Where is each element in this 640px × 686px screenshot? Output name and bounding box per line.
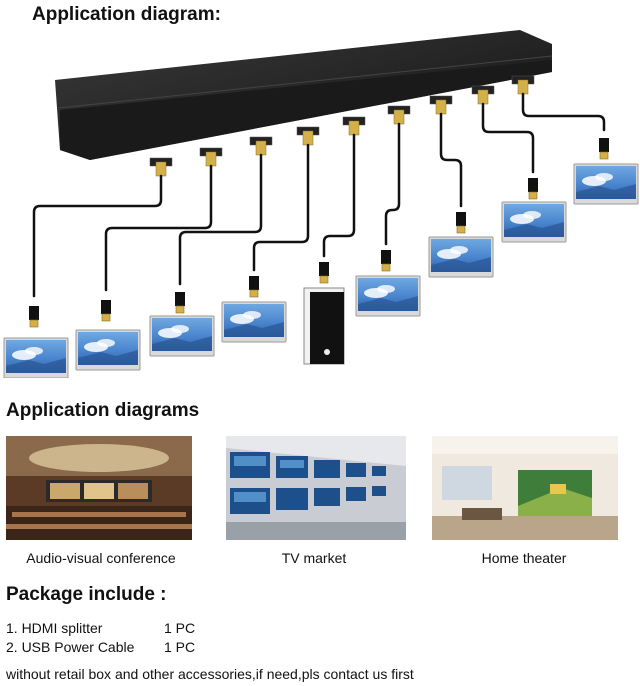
caption-conference: Audio-visual conference [26, 550, 176, 566]
monitor-icon [501, 201, 567, 243]
monitor-icon [3, 337, 69, 378]
caption-tv-market: TV market [281, 550, 347, 566]
package-item-name: 2. USB Power Cable [6, 639, 135, 655]
splitter-diagram [3, 30, 639, 378]
conference-photo [6, 436, 192, 540]
monitor-icon [428, 236, 494, 278]
tv-market-photo [226, 436, 406, 540]
diagram-title: Application diagram: [32, 4, 221, 25]
home-theater-photo [432, 436, 618, 540]
package-item-qty: 1 PC [164, 639, 196, 655]
caption-home-theater: Home theater [481, 550, 567, 566]
applications-title: Application diagrams [6, 400, 200, 421]
monitor-icon [221, 301, 287, 343]
monitor-icon [573, 163, 639, 205]
monitor-icon [149, 315, 215, 357]
monitor-icon [355, 275, 421, 317]
pc-tower-icon [303, 287, 345, 365]
package-title: Package include : [6, 584, 167, 605]
package-item-qty: 1 PC [164, 620, 196, 636]
package-item-name: 1. HDMI splitter [6, 620, 103, 636]
monitor-icon [75, 329, 141, 371]
package-note: without retail box and other accessories… [6, 666, 414, 682]
